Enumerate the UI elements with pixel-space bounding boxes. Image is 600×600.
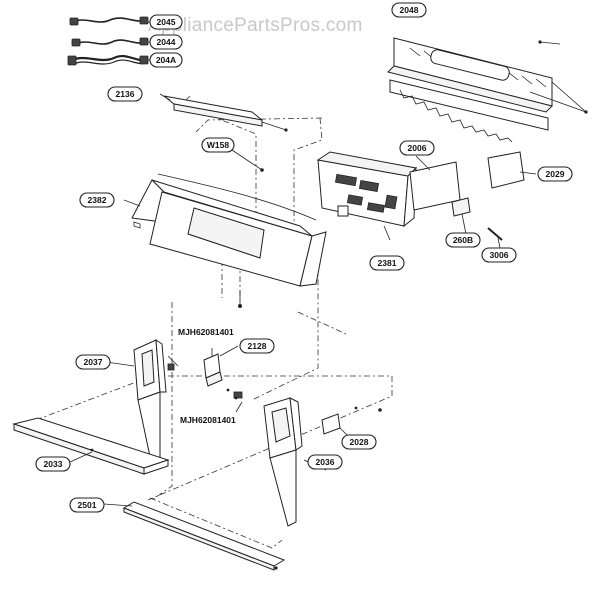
callout-W158: W158	[201, 137, 235, 153]
callout-2006: 2006	[399, 140, 435, 156]
callout-204A-label: 204A	[156, 55, 176, 65]
callout-2044: 2044	[149, 34, 183, 50]
callout-260B-label: 260B	[453, 235, 473, 245]
screw-3006	[487, 227, 503, 249]
clip-2028	[321, 406, 382, 437]
clip-2128	[203, 348, 223, 387]
callout-204A: 204A	[149, 52, 183, 68]
top-bracket	[163, 95, 288, 132]
callout-2006-label: 2006	[408, 143, 427, 153]
mjh-fasteners	[226, 388, 243, 413]
callout-2028-label: 2028	[350, 437, 369, 447]
callout-2136-label: 2136	[116, 89, 135, 99]
callout-2028: 2028	[341, 434, 377, 450]
callout-2048-label: 2048	[400, 5, 419, 15]
board-shields	[409, 151, 537, 235]
callout-2128-label: 2128	[248, 341, 267, 351]
screw-w158	[231, 149, 264, 172]
callout-2382-label: 2382	[88, 195, 107, 205]
callout-2501: 2501	[69, 497, 105, 513]
callout-2045: 2045	[149, 14, 183, 30]
callout-2033-label: 2033	[44, 459, 63, 469]
callout-2044-label: 2044	[157, 37, 176, 47]
callout-2048: 2048	[391, 2, 427, 18]
callout-2029: 2029	[537, 166, 573, 182]
callout-2128: 2128	[239, 338, 275, 354]
wire-harness-group	[67, 16, 149, 66]
callout-3006: 3006	[481, 247, 517, 263]
callout-2501-label: 2501	[78, 500, 97, 510]
callout-2037-label: 2037	[84, 357, 103, 367]
part-number-mjh-bottom: MJH62081401	[180, 415, 236, 425]
part-number-mjh-top: MJH62081401	[178, 327, 234, 337]
callout-2036: 2036	[307, 454, 343, 470]
left-side-bracket	[133, 339, 179, 467]
callout-2037: 2037	[75, 354, 111, 370]
callout-2381: 2381	[369, 255, 405, 271]
watermark-text: AppliancePartsPros.com	[148, 15, 363, 36]
callout-3006-label: 3006	[490, 250, 509, 260]
callout-2036-label: 2036	[316, 457, 335, 467]
callout-2136: 2136	[107, 86, 143, 102]
callout-2381-label: 2381	[378, 258, 397, 268]
callout-2029-label: 2029	[546, 169, 565, 179]
callout-2033: 2033	[35, 456, 71, 472]
control-panel-housing	[131, 173, 327, 308]
callout-W158-label: W158	[207, 140, 229, 150]
callout-260B: 260B	[445, 232, 481, 248]
right-side-bracket	[263, 397, 327, 527]
callout-2045-label: 2045	[157, 17, 176, 27]
callout-2382: 2382	[79, 192, 115, 208]
callout-leaders	[105, 21, 239, 367]
rear-vent-panel	[387, 37, 588, 143]
control-board	[316, 151, 418, 241]
bottom-trim	[103, 501, 286, 571]
front-rail	[12, 417, 170, 475]
